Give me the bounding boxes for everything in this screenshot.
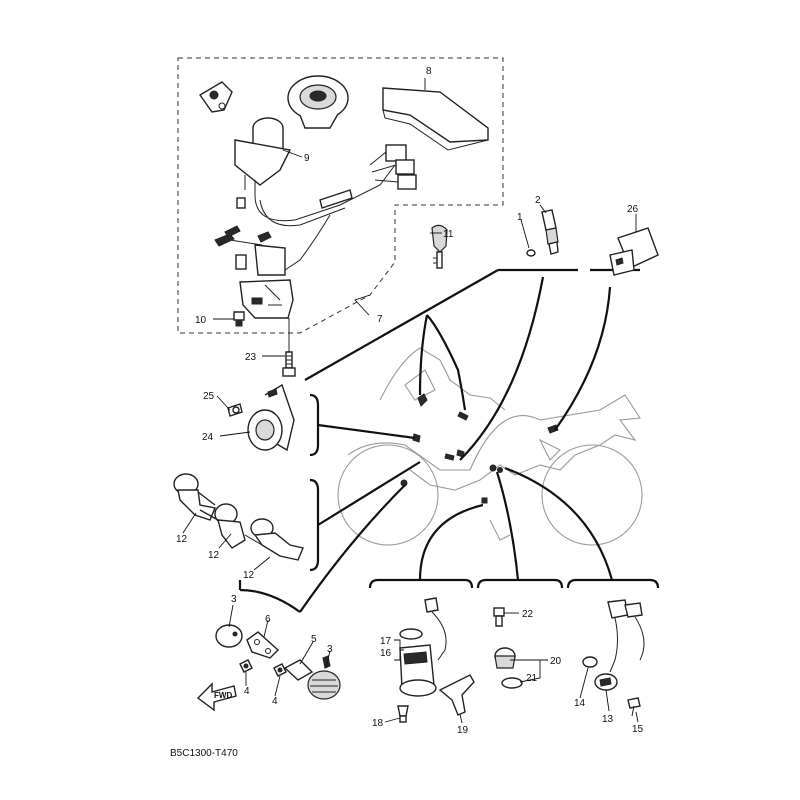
part-3-gasket-right [307,655,341,700]
part-11-key [431,224,448,269]
part-25-bolt [227,403,243,417]
part-4-nut-right [273,663,287,677]
part-20-sensor [494,647,516,669]
part-6-bracket [246,631,280,659]
part-5-lever [283,659,314,681]
part-23-bolt [282,351,296,377]
part-4-nut-left [239,659,253,673]
callout-12-a: 12 [176,534,188,545]
callout-15: 15 [632,724,644,735]
part-14-o-ring [582,656,598,668]
callout-7: 7 [377,314,383,325]
callout-labels: 8 9 11 1 2 26 7 10 23 25 24 12 12 12 3 6… [170,66,644,759]
callout-14: 14 [574,698,586,709]
callout-22: 22 [522,609,534,620]
part-18-screw [397,705,409,723]
callout-13: 13 [602,714,614,725]
callout-25: 25 [203,391,215,402]
callout-20: 20 [550,656,562,667]
leader-lines [182,78,639,724]
part-keys-and-switch-base [214,197,294,319]
part-24-horn [247,383,295,452]
motorcycle-outline [337,347,643,546]
callout-12-b: 12 [208,550,220,561]
callout-5: 5 [311,634,317,645]
part-16-pump-assembly [399,597,475,716]
part-22-screw [493,607,505,627]
part-9-main-switch [234,117,417,271]
fwd-arrow-icon: FWD [196,682,237,712]
fwd-label: FWD [214,691,232,700]
part-12-switch-a [173,473,216,521]
callout-26: 26 [627,204,639,215]
part-fuel-cap-lock [287,75,349,129]
diagram-code: B5C1300-T470 [170,748,238,759]
guide-lines [238,268,660,613]
callout-10: 10 [195,315,207,326]
part-8-cover [382,87,489,151]
callout-3-right: 3 [327,644,333,655]
part-17-o-ring [399,628,423,640]
part-12-switch-c [244,518,304,561]
callout-17: 17 [380,636,392,647]
callout-16: 16 [380,648,392,659]
callout-1: 1 [517,212,523,223]
part-12-switch-b [197,491,246,549]
part-21-o-ring [501,677,523,689]
callout-8: 8 [426,66,432,77]
callout-12-c: 12 [243,570,255,581]
callout-6: 6 [265,614,271,625]
callout-24: 24 [202,432,214,443]
part-lock-cylinder [198,81,233,113]
callout-11: 11 [443,229,454,240]
part-3-gasket-left [215,624,243,648]
locator-marks [400,393,559,504]
callout-18: 18 [372,718,384,729]
callout-4-right: 4 [272,696,278,707]
callout-19: 19 [457,725,469,736]
callout-9: 9 [304,153,310,164]
callout-2: 2 [535,195,541,206]
callout-21: 21 [526,673,538,684]
part-2-sensor [541,209,559,255]
part-26-relay [609,227,659,276]
callout-4-left: 4 [244,686,250,697]
part-10-bolt [233,311,245,327]
part-15-bolt [627,697,641,717]
part-13-speed-sensor [594,599,645,691]
callout-3-left: 3 [231,594,237,605]
ignition-group-boundary [177,57,504,334]
callout-23: 23 [245,352,257,363]
part-1-o-ring [526,249,536,257]
